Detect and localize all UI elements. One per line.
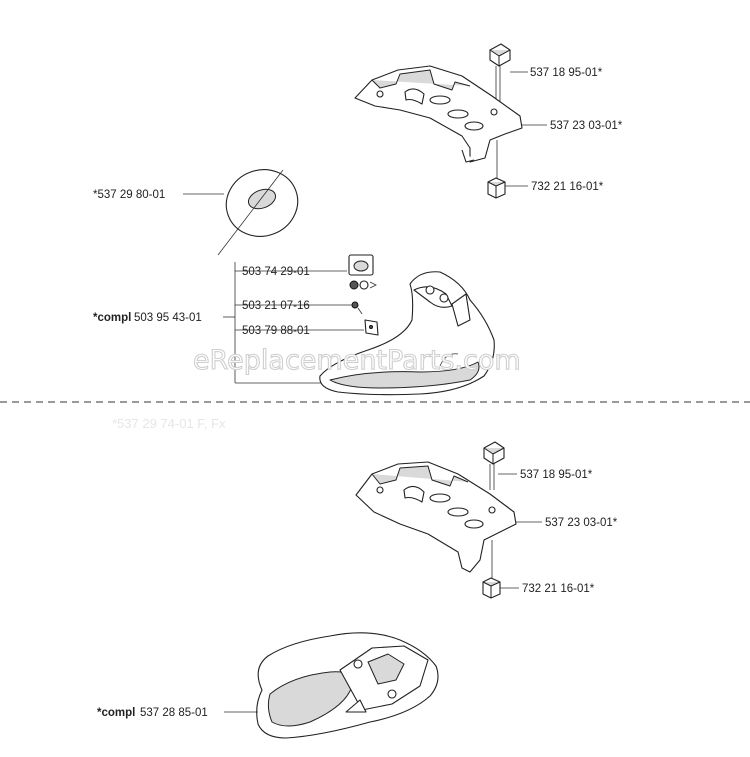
upper-cover-callout: 537 23 03-01* [522, 120, 623, 132]
upper-kit-prefix: *compl [93, 312, 131, 324]
divider-ghost-text: *537 29 74-01 F, Fx [112, 416, 226, 431]
knob-icon [483, 441, 505, 490]
lower-knob-label: 537 18 95-01* [520, 469, 593, 481]
lower-nut-callout: 732 21 16-01* [500, 583, 595, 595]
upper-knob-callout: 537 18 95-01* [510, 67, 603, 79]
screw-icon [351, 301, 363, 315]
upper-cover-label: 537 23 03-01* [550, 120, 623, 132]
upper-knob-label: 537 18 95-01* [530, 67, 603, 79]
washer-icon [217, 169, 299, 256]
lower-kit-prefix: *compl [97, 707, 135, 719]
lower-nut-label: 732 21 16-01* [522, 583, 595, 595]
tool-kit-icon [348, 254, 377, 290]
lower-cover-callout: 537 23 03-01* [516, 517, 618, 529]
cover-icon [354, 65, 523, 163]
handle-icon [319, 271, 495, 396]
cover-icon [355, 461, 517, 573]
washer-callout: *537 29 80-01 [93, 189, 224, 201]
upper-nut-callout: 732 21 16-01* [505, 181, 604, 193]
washer-label: *537 29 80-01 [93, 189, 165, 201]
knob-icon [489, 43, 511, 103]
kit-bracket [223, 262, 364, 384]
nut-icon [482, 540, 501, 599]
nut-icon [487, 140, 506, 199]
lower-knob-callout: 537 18 95-01* [498, 469, 593, 481]
upper-nut-label: 732 21 16-01* [531, 181, 604, 193]
kit-item-3-label: 503 79 88-01 [242, 325, 310, 337]
kit-item-1-label: 503 74 29-01 [242, 266, 310, 278]
handle-icon [256, 632, 439, 739]
kit-item-2-label: 503 21 07-16 [242, 300, 310, 312]
watermark: eReplacementParts.com [193, 345, 521, 376]
upper-kit-number: 503 95 43-01 [134, 312, 202, 324]
lower-cover-label: 537 23 03-01* [545, 517, 618, 529]
lower-kit-number: 537 28 85-01 [140, 707, 208, 719]
clip-icon [364, 319, 379, 336]
